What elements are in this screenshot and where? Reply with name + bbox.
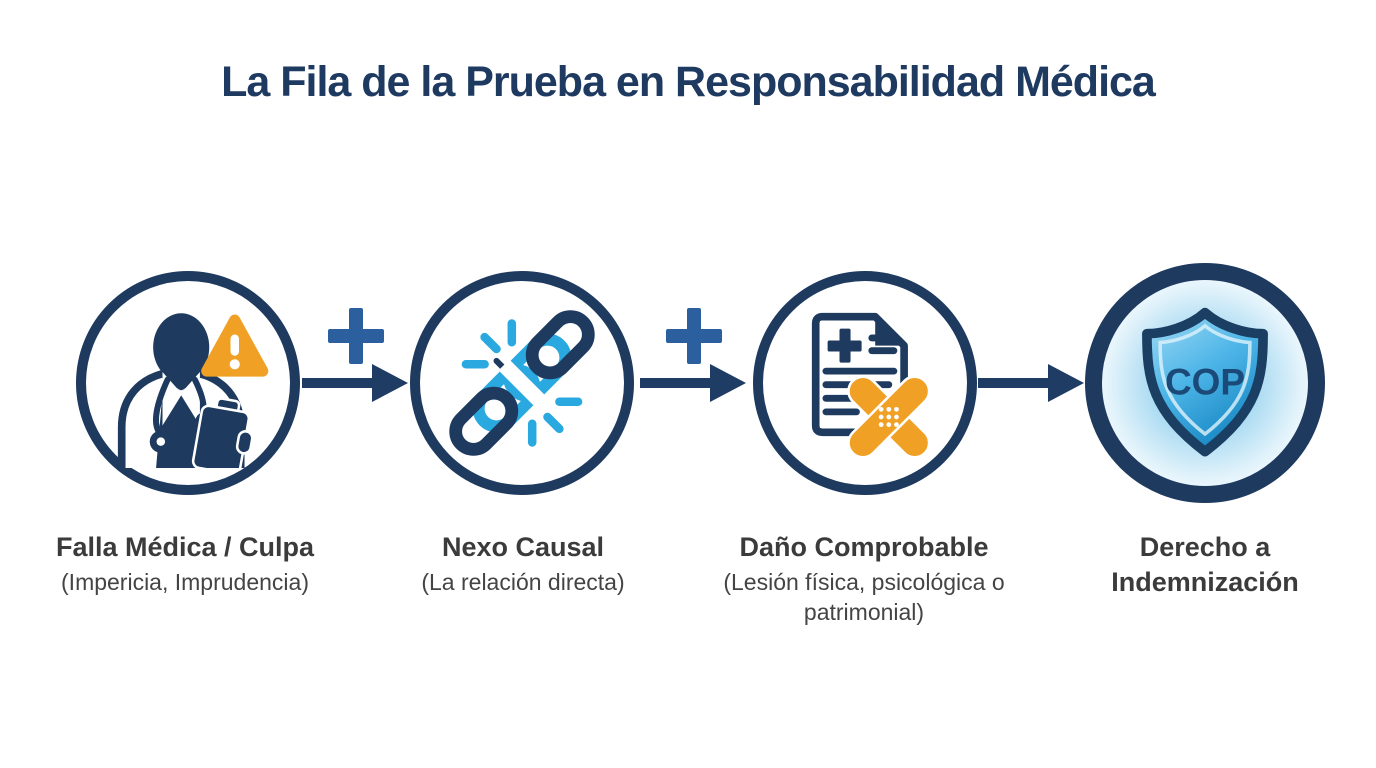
medical-report-bandage-icon (811, 312, 931, 459)
step-label-title: Derecho a Indemnización (1111, 532, 1299, 597)
step-circle-derecho-indemnizacion: COP (1085, 263, 1325, 503)
step-circle-nexo-causal (410, 271, 634, 495)
plus-icon (666, 308, 722, 364)
arrow-right-icon (302, 361, 408, 405)
step-label-subtitle: (La relación directa) (421, 569, 625, 595)
doctor-warning-icon (117, 313, 269, 468)
step-label-nexo-causal: Nexo Causal (La relación directa) (363, 530, 683, 597)
step-label-title: Daño Comprobable (739, 532, 989, 562)
shield-cop-icon: COP (1142, 307, 1268, 457)
shield-badge-text: COP (1165, 361, 1245, 402)
step-label-falla-medica: Falla Médica / Culpa (Impericia, Imprude… (15, 530, 355, 597)
step-label-subtitle: (Lesión física, psicológica o patrimonia… (723, 569, 1005, 625)
step-label-dano-comprobable: Daño Comprobable (Lesión física, psicoló… (674, 530, 1054, 627)
arrow-right-icon (640, 361, 746, 405)
broken-chain-icon (449, 310, 595, 456)
step-label-title: Falla Médica / Culpa (55, 532, 315, 562)
step-label-subtitle: (Impericia, Imprudencia) (61, 569, 309, 595)
plus-icon (328, 308, 384, 364)
step-circle-falla-medica (76, 271, 300, 495)
step-label-title: Nexo Causal (441, 532, 605, 562)
arrow-right-icon (978, 361, 1084, 405)
step-circle-dano-comprobable (753, 271, 977, 495)
page-title: La Fila de la Prueba en Responsabilidad … (221, 58, 1156, 106)
step-label-derecho-indemnizacion: Derecho a Indemnización (1080, 530, 1330, 600)
